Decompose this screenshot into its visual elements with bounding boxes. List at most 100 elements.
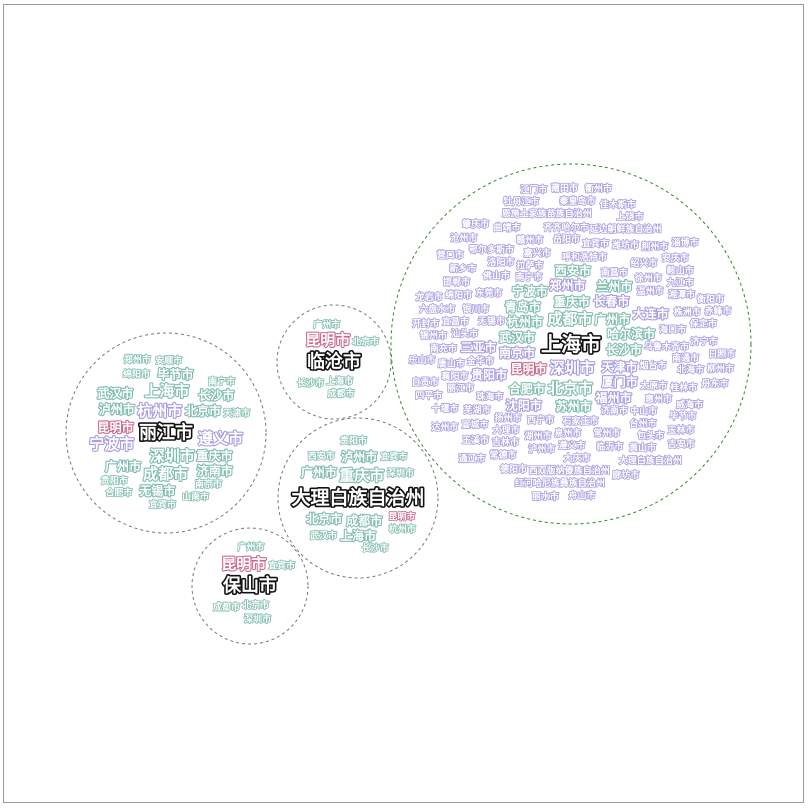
word-label: 肇庆市 bbox=[462, 218, 489, 230]
cluster-boundary bbox=[191, 527, 309, 645]
word-label: 南昌市 bbox=[601, 266, 628, 278]
word-label: 成都市 bbox=[346, 513, 382, 528]
word-label: 呼和浩特市 bbox=[562, 251, 607, 263]
word-label: 山南市 bbox=[182, 490, 209, 502]
word-label: 成都市 bbox=[213, 601, 240, 613]
word-label: 兰州市 bbox=[596, 278, 632, 293]
word-label: 鞍山市 bbox=[667, 265, 694, 277]
word-label: 临沂市 bbox=[596, 440, 623, 452]
word-label: 毕节市 bbox=[670, 410, 697, 422]
word-label: 东莞市 bbox=[475, 287, 502, 299]
word-label: 重庆市 bbox=[554, 294, 590, 309]
word-label: 沈阳市 bbox=[506, 398, 542, 413]
word-label: 宜宾市 bbox=[268, 559, 295, 571]
word-label: 玉林市 bbox=[668, 424, 695, 436]
word-label: 泉州市 bbox=[553, 427, 581, 439]
word-label: 衢州市 bbox=[585, 183, 612, 195]
word-label: 长沙市 bbox=[606, 342, 642, 357]
word-label: 济宁市 bbox=[691, 336, 718, 348]
word-label: 大理市 bbox=[493, 424, 520, 436]
word-label: 宜宾市 bbox=[149, 499, 176, 511]
word-label: 上饶市 bbox=[616, 210, 643, 222]
word-label: 泸州市 bbox=[341, 449, 377, 464]
word-label: 衡阳市 bbox=[697, 293, 724, 305]
word-label: 十堰市 bbox=[432, 403, 459, 415]
word-label: 杭州市 bbox=[389, 523, 416, 535]
word-label: 武汉市 bbox=[97, 386, 133, 401]
word-label: 新乡市 bbox=[449, 262, 476, 274]
word-label: 南京市 bbox=[195, 478, 222, 490]
word-label: 常州市 bbox=[593, 427, 620, 439]
word-label: 天津市 bbox=[223, 407, 250, 419]
word-label: 合肥市 bbox=[509, 381, 545, 396]
word-label: 大连市 bbox=[633, 306, 669, 321]
word-label: 南宁市 bbox=[515, 271, 542, 283]
cluster-center-label: 丽江市 bbox=[139, 422, 193, 444]
word-label: 西双版纳傣族自治州 bbox=[529, 465, 610, 477]
word-label: 西安市 bbox=[308, 450, 335, 462]
word-label: 郑州市 bbox=[550, 278, 586, 293]
word-label: 邯郸市 bbox=[443, 276, 470, 288]
word-label: 惠州市 bbox=[645, 393, 672, 405]
word-label: 赤峰市 bbox=[704, 305, 731, 317]
word-label: 岳阳市 bbox=[553, 233, 580, 245]
word-label: 苏州市 bbox=[556, 398, 592, 413]
word-label: 太原市 bbox=[639, 380, 667, 392]
word-label: 宜昌市 bbox=[442, 315, 469, 327]
word-label: 日照市 bbox=[708, 348, 735, 360]
word-label: 绍兴市 bbox=[630, 257, 657, 269]
word-label: 厦门市 bbox=[602, 374, 638, 389]
word-label: 大理白族自治州 bbox=[619, 455, 682, 467]
word-label: 通辽市 bbox=[459, 452, 486, 464]
word-label: 中山市 bbox=[630, 405, 657, 417]
word-label: 北京市 bbox=[242, 599, 269, 611]
word-label: 济南市 bbox=[197, 463, 233, 478]
word-label: 株洲市 bbox=[674, 306, 701, 318]
word-label: 营口市 bbox=[437, 249, 464, 261]
word-label: 汕头市 bbox=[451, 327, 478, 339]
word-label: 三亚市 bbox=[461, 339, 497, 354]
word-label: 南通市 bbox=[672, 352, 699, 364]
word-label: 龙岩市 bbox=[415, 291, 443, 303]
word-label: 宜宾市 bbox=[582, 238, 609, 250]
word-label: 哈尔滨市 bbox=[607, 326, 655, 341]
word-label: 宣城市 bbox=[462, 419, 489, 431]
word-label: 贵阳市 bbox=[101, 474, 128, 486]
word-label: 丽水市 bbox=[532, 491, 559, 503]
word-label: 淄博市 bbox=[672, 237, 699, 249]
word-label: 无锡市 bbox=[138, 483, 175, 498]
word-label: 台州市 bbox=[630, 417, 657, 429]
word-label: 桂林市 bbox=[669, 381, 697, 393]
word-label: 西安市 bbox=[555, 263, 591, 278]
word-label: 扬州市 bbox=[495, 412, 522, 424]
word-label: 大庆市 bbox=[563, 452, 590, 464]
word-label: 绵阳市 bbox=[445, 289, 472, 301]
word-label: 北京市 bbox=[352, 335, 379, 347]
word-label: 鄂尔多斯市 bbox=[469, 243, 514, 255]
word-label: 海口市 bbox=[659, 324, 686, 336]
word-label: 舟山市 bbox=[569, 489, 596, 501]
word-label: 开封市 bbox=[412, 318, 439, 330]
word-label: 丽江市 bbox=[447, 382, 474, 394]
word-label: 四平市 bbox=[415, 390, 442, 402]
word-label: 自贡市 bbox=[412, 376, 439, 388]
word-label: 昆明市 bbox=[305, 331, 350, 349]
cluster-boundary bbox=[277, 417, 439, 579]
word-label: 重庆市 bbox=[339, 467, 384, 485]
word-label: 南京市 bbox=[499, 345, 535, 360]
word-label: 江门市 bbox=[520, 184, 547, 196]
word-label: 毕节市 bbox=[157, 366, 193, 381]
cluster-center-label: 保山市 bbox=[222, 575, 277, 597]
word-label: 潍坊市 bbox=[612, 239, 639, 251]
word-label: 广州市 bbox=[237, 541, 264, 553]
word-label: 黄山市 bbox=[629, 441, 656, 453]
word-label: 赣州市 bbox=[516, 234, 543, 246]
cluster-center-label: 上海市 bbox=[541, 332, 601, 356]
word-label: 德阳市 bbox=[500, 463, 527, 475]
word-label: 唐山市 bbox=[438, 358, 465, 370]
word-label: 湖州市 bbox=[525, 430, 552, 442]
word-label: 北海市 bbox=[677, 364, 704, 376]
